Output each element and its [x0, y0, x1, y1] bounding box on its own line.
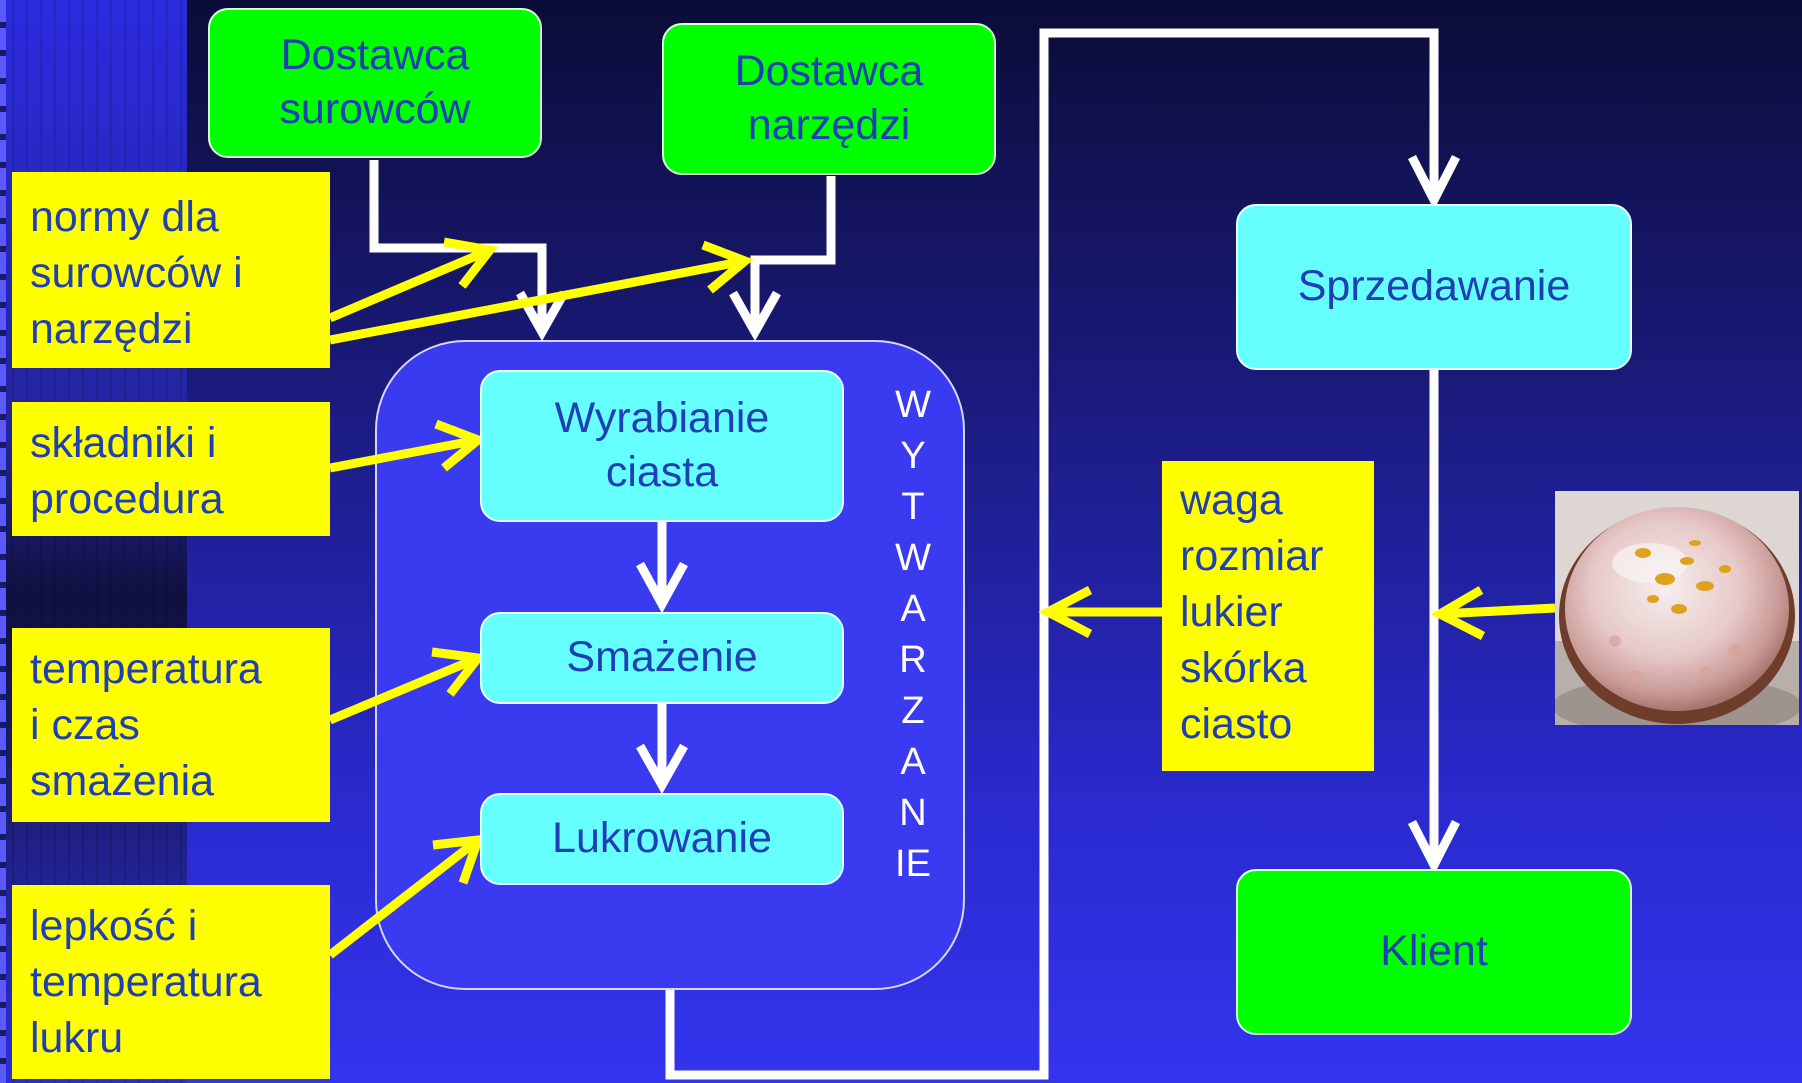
edge-photo-to-sales-line — [1439, 603, 1556, 619]
glazed-donut-photo — [1555, 491, 1799, 725]
arrowhead-to-client — [1407, 819, 1461, 875]
edge-ingredients-to-kneading — [329, 435, 479, 473]
node-tools-supplier: Dostawca narzędzi — [662, 23, 996, 175]
arrowhead-frying-note — [431, 647, 487, 697]
arrowhead-to-sales — [1407, 154, 1461, 210]
edge-norms-to-raw-supply — [328, 245, 492, 323]
arrowhead-quality — [1038, 586, 1093, 638]
arrowhead-frying-to-icing — [636, 743, 688, 795]
edge-frying-note-to-frying — [328, 653, 480, 725]
left-stripe-line — [0, 0, 6, 1083]
note-quality-criteria: waga rozmiar lukier skórka ciasto — [1162, 461, 1374, 771]
note-icing-parameters: lepkość i temperatura lukru — [12, 885, 330, 1079]
node-raw-material-supplier: Dostawca surowców — [208, 8, 542, 158]
arrowhead-tools-supplier — [729, 290, 781, 342]
note-norms: normy dla surowców i narzędzi — [12, 172, 330, 368]
arrowhead-norms-tools — [701, 240, 754, 294]
note-ingredients-procedure: składniki i procedura — [12, 402, 330, 536]
node-client: Klient — [1236, 869, 1632, 1035]
arrowhead-kneading-to-frying — [636, 561, 688, 614]
donut-image — [1555, 491, 1799, 725]
note-frying-parameters: temperatura i czas smażenia — [12, 628, 330, 822]
node-frying: Smażenie — [480, 612, 844, 704]
edge-icing-note-to-icing — [327, 836, 481, 959]
edge-production-to-sales — [665, 28, 1439, 1080]
arrowhead-photo — [1430, 586, 1486, 641]
manufacturing-group-label: WYTWARZANIE — [895, 384, 931, 885]
node-icing: Lukrowanie — [480, 793, 844, 885]
node-kneading-dough: Wyrabianie ciasta — [480, 370, 844, 522]
arrowhead-ingredients — [434, 419, 487, 472]
node-sales: Sprzedawanie — [1236, 204, 1632, 370]
edge-tools-supplier-to-production — [750, 176, 836, 332]
arrowhead-icing-note — [432, 834, 485, 885]
arrowhead-norms-raw — [443, 237, 499, 289]
edge-norms-to-tools-supply — [329, 256, 746, 345]
